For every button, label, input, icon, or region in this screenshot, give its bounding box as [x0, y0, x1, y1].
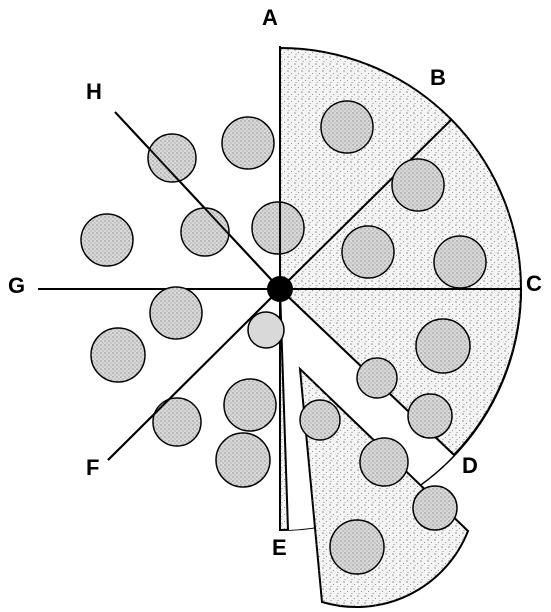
label-d: D: [462, 453, 478, 478]
label-h: H: [86, 79, 102, 104]
label-f: F: [86, 455, 99, 480]
label-a: A: [262, 5, 278, 30]
pepperoni: [248, 312, 284, 348]
center-dot: [267, 276, 293, 302]
label-c: C: [526, 271, 542, 296]
pizza-main: [38, 46, 522, 530]
label-e: E: [272, 535, 287, 560]
label-g: G: [8, 273, 25, 298]
label-b: B: [430, 65, 446, 90]
